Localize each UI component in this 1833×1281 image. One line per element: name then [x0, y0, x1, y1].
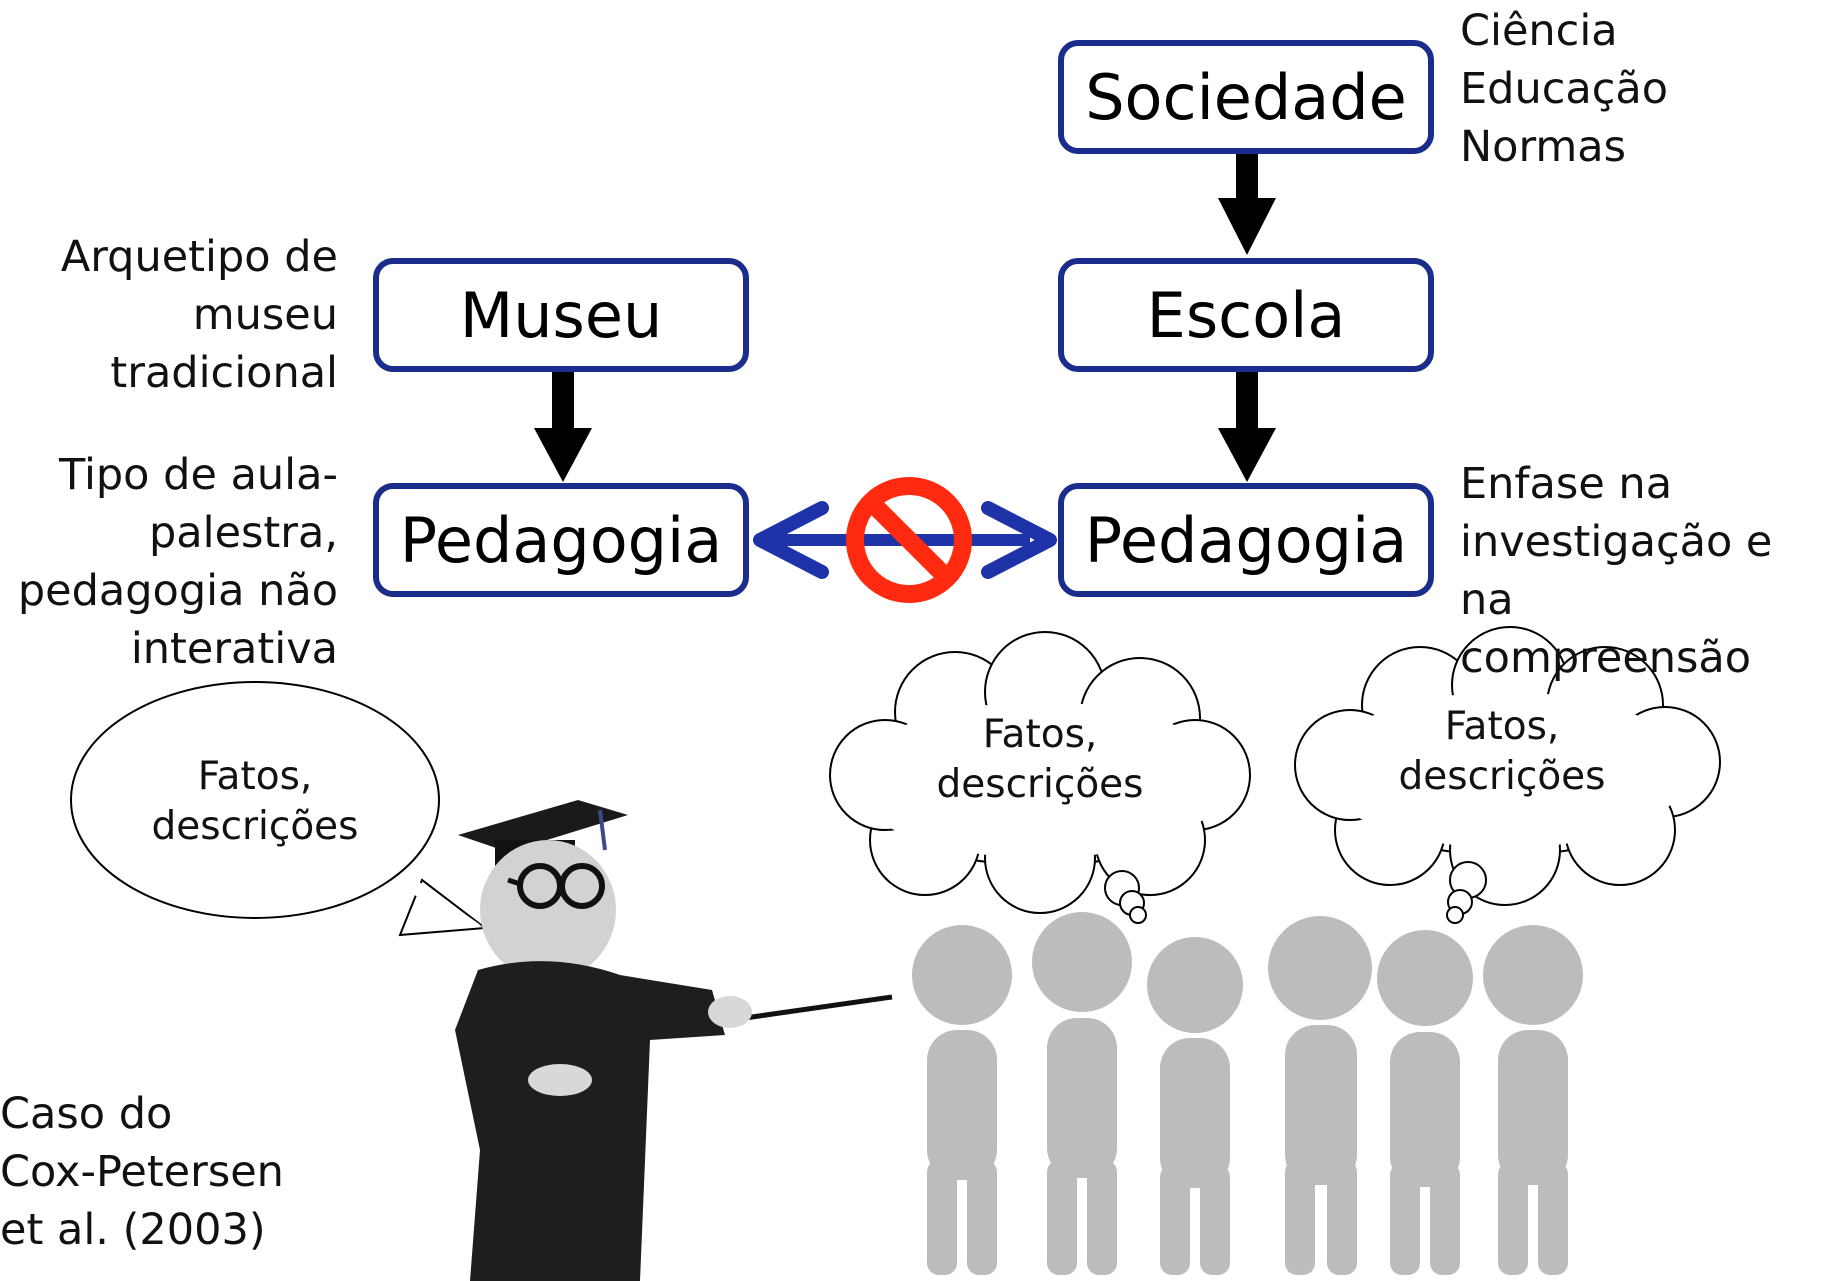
note-line: et al. (2003) [0, 1205, 266, 1255]
box-pedagogia-left-label: Pedagogia [399, 503, 723, 577]
note-line: Normas [1460, 122, 1627, 172]
note-line: Caso do [0, 1089, 173, 1139]
thought-cloud-right [1294, 626, 1721, 924]
note-sociedade: Ciência Educação Normas [1460, 2, 1668, 176]
box-pedagogia-right-label: Pedagogia [1084, 503, 1408, 577]
bubble-line: descrições [1398, 754, 1606, 799]
box-sociedade-label: Sociedade [1085, 60, 1407, 134]
speech-bubble [70, 681, 488, 937]
note-line: palestra, [148, 508, 338, 558]
note-line: interativa [130, 624, 338, 674]
bubble-line: descrições [151, 804, 359, 849]
box-escola-label: Escola [1146, 278, 1346, 352]
bubble-line: Fatos, [982, 712, 1098, 757]
thought-left-text: Fatos, descrições [920, 710, 1160, 810]
note-line: Arquetipo de [60, 232, 338, 282]
note-line: Enfase na [1460, 459, 1673, 509]
audience-figure [1032, 912, 1132, 1275]
box-escola: Escola [1058, 258, 1434, 372]
arrow-museu-pedagogia [534, 372, 592, 482]
box-museu-label: Museu [459, 278, 663, 352]
note-line: Ciência [1460, 6, 1618, 56]
no-sign-icon [846, 477, 972, 603]
note-line: Tipo de aula- [59, 450, 338, 500]
thought-right-text: Fatos, descrições [1382, 702, 1622, 802]
box-museu: Museu [373, 258, 749, 372]
note-line: museu [192, 290, 338, 340]
bubble-line: descrições [936, 762, 1144, 807]
box-sociedade: Sociedade [1058, 40, 1434, 154]
note-line: pedagogia não [17, 566, 338, 616]
speech-bubble-text: Fatos, descrições [135, 752, 375, 852]
note-line: compreensão [1460, 633, 1752, 683]
bubble-line: Fatos, [197, 754, 313, 799]
note-line: Cox-Petersen [0, 1147, 284, 1197]
note-case: Caso do Cox-Petersen et al. (2003) [0, 1085, 284, 1259]
note-line: Educação [1460, 64, 1669, 114]
note-museu: Arquetipo de museu tradicional [0, 228, 338, 402]
audience-figure [1377, 930, 1473, 1275]
note-pedagogia-left: Tipo de aula- palestra, pedagogia não in… [0, 446, 338, 678]
teacher-figure [455, 800, 893, 1281]
box-pedagogia-right: Pedagogia [1058, 483, 1434, 597]
box-pedagogia-left: Pedagogia [373, 483, 749, 597]
bubble-line: Fatos, [1444, 704, 1560, 749]
note-line: investigação e na [1460, 517, 1773, 625]
note-pedagogia-right: Enfase na investigação e na compreensão [1460, 455, 1833, 687]
thought-cloud-left [829, 631, 1251, 924]
audience-figure [912, 925, 1012, 1275]
audience-figure [1268, 916, 1372, 1275]
audience-figure [1147, 937, 1243, 1275]
arrow-sociedade-escola [1218, 152, 1276, 255]
arrow-escola-pedagogia [1218, 372, 1276, 482]
audience-figure [1483, 925, 1583, 1275]
audience-figures [912, 912, 1583, 1275]
note-line: tradicional [110, 348, 338, 398]
